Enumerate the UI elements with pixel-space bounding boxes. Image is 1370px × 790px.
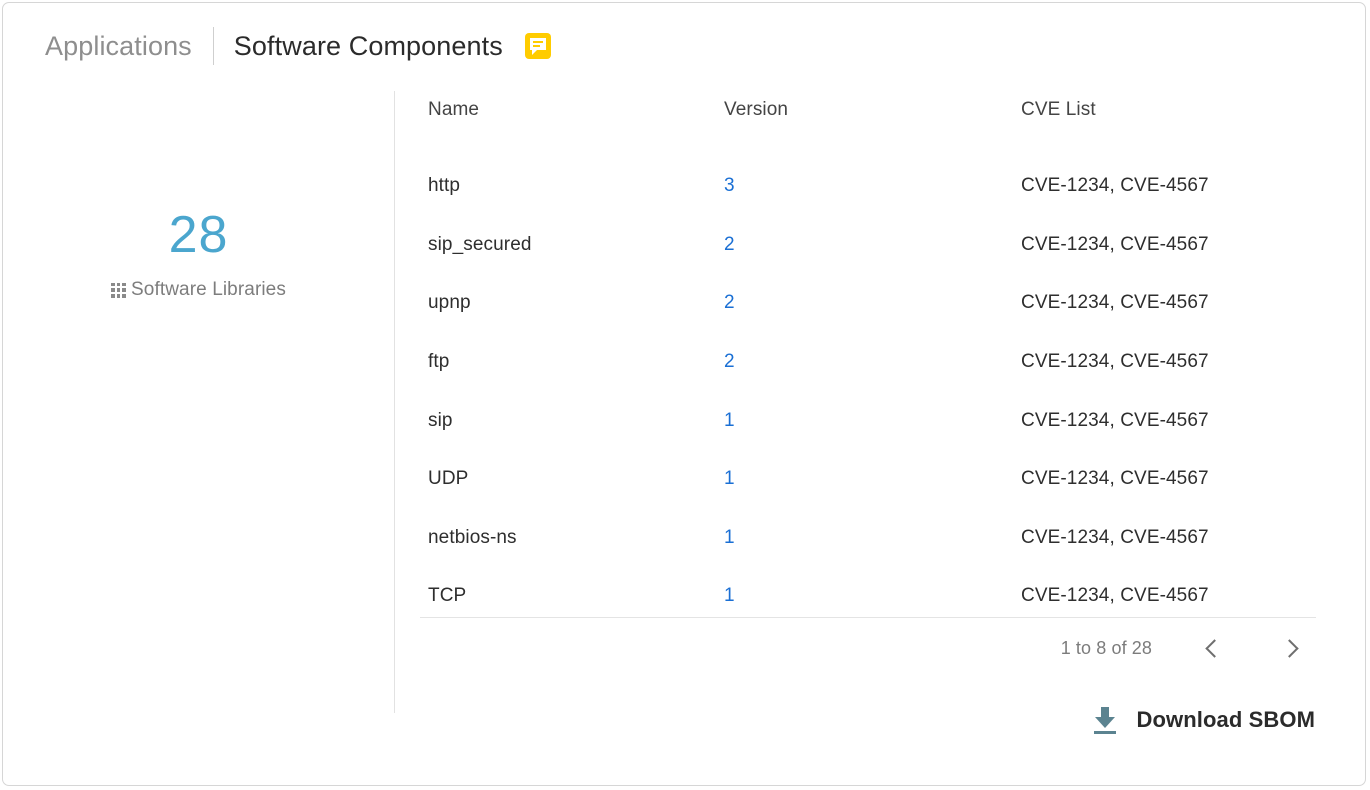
table-row: TCP 1 CVE-1234, CVE-4567 bbox=[420, 567, 1316, 626]
table-header-row: Name Version CVE List bbox=[420, 99, 1316, 157]
breadcrumb-divider bbox=[212, 27, 214, 65]
note-line-2 bbox=[532, 45, 540, 47]
version-link[interactable]: 1 bbox=[724, 526, 735, 548]
download-sbom-button[interactable]: Download SBOM bbox=[1092, 706, 1315, 734]
table-row: UDP 1 CVE-1234, CVE-4567 bbox=[420, 450, 1316, 509]
grid-dot bbox=[116, 288, 121, 292]
software-libraries-label: Software Libraries bbox=[131, 279, 286, 300]
cell-version: 1 bbox=[716, 391, 1013, 450]
note-line-1 bbox=[532, 41, 543, 43]
cell-name: ftp bbox=[428, 351, 450, 373]
note-bubble-shape bbox=[529, 38, 546, 55]
table-row: http 3 CVE-1234, CVE-4567 bbox=[420, 157, 1316, 216]
chevron-right-icon bbox=[1280, 638, 1299, 658]
cell-version: 1 bbox=[716, 450, 1013, 509]
version-link[interactable]: 1 bbox=[724, 468, 735, 490]
cell-cve: CVE-1234, CVE-4567 bbox=[1021, 585, 1209, 607]
column-header-name[interactable]: Name bbox=[428, 99, 480, 120]
cell-name: netbios-ns bbox=[428, 526, 517, 548]
grid-dot bbox=[111, 288, 115, 292]
cell-cve: CVE-1234, CVE-4567 bbox=[1021, 175, 1209, 197]
version-link[interactable]: 2 bbox=[724, 351, 735, 373]
panel-divider bbox=[394, 91, 395, 713]
software-libraries-count: 28 bbox=[168, 206, 229, 264]
version-link[interactable]: 2 bbox=[724, 292, 735, 314]
cell-version: 2 bbox=[716, 216, 1013, 275]
column-header-cve[interactable]: CVE List bbox=[1021, 99, 1096, 120]
table-body: http 3 CVE-1234, CVE-4567 sip_secured 2 … bbox=[420, 157, 1316, 626]
table-row: upnp 2 CVE-1234, CVE-4567 bbox=[420, 274, 1316, 333]
software-components-table: Name Version CVE List http 3 CVE-1234, C… bbox=[420, 99, 1316, 626]
grid-dot bbox=[116, 293, 121, 298]
cell-cve: CVE-1234, CVE-4567 bbox=[1021, 409, 1209, 431]
cell-name: sip_secured bbox=[428, 233, 532, 255]
table-row: netbios-ns 1 CVE-1234, CVE-4567 bbox=[420, 509, 1316, 568]
cell-name: http bbox=[428, 175, 461, 197]
table-bottom-divider bbox=[420, 617, 1316, 618]
grid-dots-icon bbox=[111, 282, 127, 298]
cell-cve: CVE-1234, CVE-4567 bbox=[1021, 233, 1209, 255]
version-link[interactable]: 2 bbox=[724, 233, 735, 255]
cell-version: 1 bbox=[716, 509, 1013, 568]
software-libraries-stat-panel: 28 Software Libraries bbox=[3, 91, 394, 301]
version-link[interactable]: 3 bbox=[724, 175, 735, 197]
breadcrumb-applications[interactable]: Applications bbox=[45, 30, 192, 61]
cell-cve: CVE-1234, CVE-4567 bbox=[1021, 468, 1209, 490]
grid-dot bbox=[122, 288, 127, 292]
cell-version: 2 bbox=[716, 274, 1013, 333]
page-range-label: 1 to 8 of 28 bbox=[1060, 637, 1152, 658]
download-arrow-base bbox=[1094, 731, 1117, 734]
cell-version: 3 bbox=[716, 157, 1013, 216]
pagination: 1 to 8 of 28 bbox=[420, 617, 1316, 679]
note-comment-icon[interactable] bbox=[524, 33, 551, 59]
cell-cve: CVE-1234, CVE-4567 bbox=[1021, 292, 1209, 314]
software-components-table-wrap: Name Version CVE List http 3 CVE-1234, C… bbox=[420, 99, 1316, 626]
download-arrow-shaft bbox=[1101, 707, 1110, 718]
grid-dot bbox=[116, 282, 121, 287]
cell-cve: CVE-1234, CVE-4567 bbox=[1021, 351, 1209, 373]
column-header-version[interactable]: Version bbox=[724, 99, 789, 120]
cell-name: sip bbox=[428, 409, 453, 431]
download-arrow-head bbox=[1095, 717, 1116, 728]
software-libraries-label-row: Software Libraries bbox=[3, 279, 394, 301]
cell-name: TCP bbox=[428, 585, 467, 607]
cell-version: 1 bbox=[716, 567, 1013, 626]
page-title: Software Components bbox=[233, 30, 503, 61]
page-header: Applications Software Components bbox=[3, 3, 1365, 89]
download-arrow-icon bbox=[1092, 706, 1118, 734]
cell-cve: CVE-1234, CVE-4567 bbox=[1021, 526, 1209, 548]
table-row: sip 1 CVE-1234, CVE-4567 bbox=[420, 391, 1316, 450]
grid-dot bbox=[111, 293, 115, 298]
grid-dot bbox=[111, 282, 115, 287]
next-page-button[interactable] bbox=[1274, 631, 1308, 665]
cell-version: 2 bbox=[716, 333, 1013, 392]
previous-page-button[interactable] bbox=[1196, 631, 1230, 665]
version-link[interactable]: 1 bbox=[724, 585, 735, 607]
table-row: sip_secured 2 CVE-1234, CVE-4567 bbox=[420, 216, 1316, 275]
chevron-left-icon bbox=[1205, 638, 1224, 658]
version-link[interactable]: 1 bbox=[724, 409, 735, 431]
table-row: ftp 2 CVE-1234, CVE-4567 bbox=[420, 333, 1316, 392]
cell-name: UDP bbox=[428, 468, 469, 490]
grid-dot bbox=[122, 282, 127, 287]
cell-name: upnp bbox=[428, 292, 471, 314]
download-sbom-label: Download SBOM bbox=[1136, 707, 1315, 732]
grid-dot bbox=[122, 293, 127, 298]
